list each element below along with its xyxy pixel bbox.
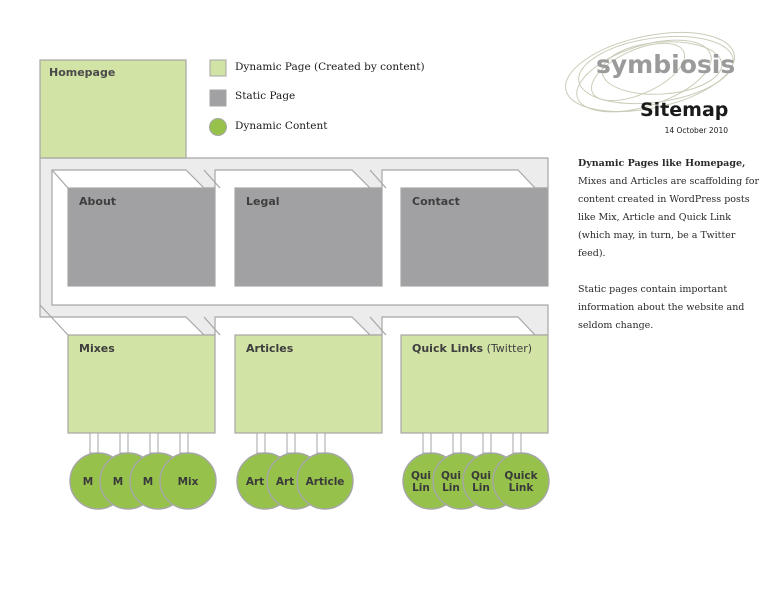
connector-stub xyxy=(119,432,129,454)
dynamic-content-label: M xyxy=(113,476,123,488)
dynamic-page-label: Articles xyxy=(246,342,294,355)
connector-diagonal xyxy=(203,316,221,336)
dynamic-content-circle xyxy=(159,452,217,510)
brand-name: symbiosis xyxy=(596,50,736,79)
dynamic-page-label: Quick Links (Twitter) xyxy=(412,342,532,355)
homepage-box xyxy=(39,59,187,159)
page-date: 14 October 2010 xyxy=(664,126,728,135)
connector-diagonal xyxy=(369,316,387,336)
connector-stub xyxy=(512,432,522,454)
connector-stub xyxy=(89,432,99,454)
connector-diagonal xyxy=(51,169,69,189)
dynamic-page-box xyxy=(400,334,549,434)
static-page-box xyxy=(67,187,216,287)
connector-stub xyxy=(452,432,462,454)
dynamic-page-box xyxy=(234,334,383,434)
connector-stub xyxy=(179,432,189,454)
static-page-box xyxy=(234,187,383,287)
dynamic-content-circle xyxy=(296,452,354,510)
dynamic-content-label: Mix xyxy=(178,476,199,488)
connector-stub xyxy=(482,432,492,454)
connector-stub xyxy=(422,432,432,454)
dynamic-content-label: Article xyxy=(306,476,345,488)
connector-diagonal xyxy=(39,304,69,336)
dynamic-page-box xyxy=(67,334,216,434)
dynamic-content-label: M xyxy=(143,476,153,488)
dynamic-content-label: M xyxy=(83,476,93,488)
homepage-label: Homepage xyxy=(49,66,115,79)
page-title: Sitemap xyxy=(640,99,729,121)
connector-stub xyxy=(316,432,326,454)
legend-dynamic-content-swatch xyxy=(209,118,227,136)
description-panel: Dynamic Pages like Homepage, Mixes and Ar… xyxy=(578,155,764,353)
dynamic-content-label: Art xyxy=(276,476,294,488)
legend-static-page-swatch xyxy=(209,89,227,107)
description-para2: Static pages contain important informati… xyxy=(578,284,745,331)
static-page-label: Legal xyxy=(246,195,280,208)
description-para1: Mixes and Articles are scaffolding for c… xyxy=(578,176,759,259)
static-page-label: Contact xyxy=(412,195,460,208)
dynamic-content-label: Art xyxy=(246,476,264,488)
connector-diagonal xyxy=(369,169,387,189)
connector-stub xyxy=(149,432,159,454)
connector-shelf xyxy=(39,157,549,336)
static-page-box xyxy=(400,187,549,287)
connector-stub xyxy=(286,432,296,454)
static-page-label: About xyxy=(79,195,116,208)
symbiosis-logo-icon xyxy=(565,32,735,113)
dynamic-page-label: Mixes xyxy=(79,342,115,355)
connector-diagonal xyxy=(203,169,221,189)
description-lead: Dynamic Pages like Homepage, xyxy=(578,158,746,169)
dynamic-content-circle xyxy=(492,452,550,510)
legend-static-page-label: Static Page xyxy=(235,90,296,102)
connector-stub xyxy=(256,432,266,454)
legend-dynamic-page-swatch xyxy=(209,59,227,77)
legend-dynamic-content-label: Dynamic Content xyxy=(235,120,328,132)
legend-dynamic-page-label: Dynamic Page (Created by content) xyxy=(235,61,425,73)
